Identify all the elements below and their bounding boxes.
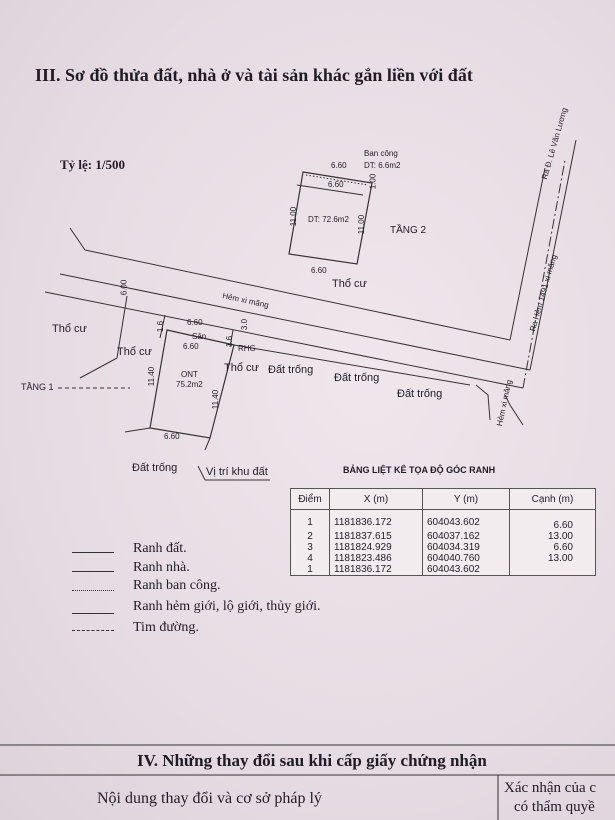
legend-line-ranh-ban-cong (72, 590, 114, 591)
table-row: 1 1181836.172 604043.602 (290, 564, 596, 576)
label-t2-right-dim: 11.00 (357, 214, 367, 235)
cell-point: 3 (290, 542, 330, 553)
label-dim-3-0: 3.0 (240, 318, 250, 331)
coord-header-y: Y (m) (422, 488, 510, 510)
table-row: 2 1181837.615 604037.162 13.00 (290, 531, 596, 542)
label-dim-6-60-bottom: 6.60 (164, 432, 180, 441)
floor2-outline (288, 171, 373, 265)
floor1-outline (58, 295, 471, 481)
label-dim-6-60-mid: 6.60 (183, 342, 199, 351)
label-tho-cu-mid: Thổ cư (224, 362, 259, 374)
label-dim-1-6-a: 1.6 (156, 320, 166, 333)
coord-header-canh: Cạnh (m) (509, 488, 596, 510)
legend-label-ranh-nha: Ranh nhà. (133, 560, 190, 575)
cell-y: 604043.602 (422, 509, 510, 531)
section4-grid (0, 744, 615, 820)
legend-line-ranh-nha (72, 571, 114, 572)
label-dat-trong-2: Đất trống (334, 372, 380, 384)
label-dim-11-40-r: 11.40 (211, 389, 221, 410)
cell-y: 604034.319 (422, 542, 510, 553)
section4-col2-header-line2: có thẩm quyề (514, 799, 595, 815)
cell-x: 1181836.172 (329, 564, 423, 576)
cell-x: 1181824.929 (329, 542, 423, 553)
cell-point: 1 (290, 564, 330, 576)
cell-point: 2 (290, 531, 330, 542)
section4-col1-header: Nội dung thay đổi và cơ sở pháp lý (97, 790, 322, 807)
label-t2-top-dim: 6.60 (331, 161, 347, 170)
label-tho-cu-left: Thổ cư (52, 323, 87, 335)
label-rhg: RHG (238, 344, 256, 353)
parcel-map (44, 139, 577, 481)
legend-label-ranh-ban-cong: Ranh ban công. (133, 578, 221, 593)
label-dat-trong-1: Đất trống (268, 364, 314, 376)
label-dim-6-00: 6.00 (119, 279, 129, 296)
cell-y: 604040.760 (422, 553, 510, 564)
label-ont: ONT (181, 370, 198, 379)
cell-canh: 6.60 (509, 542, 596, 553)
label-dim-6-60-top: 6.60 (187, 318, 203, 327)
coord-table-title: BẢNG LIỆT KÊ TỌA ĐỘ GÓC RANH (343, 465, 496, 475)
label-tang2: TẦNG 2 (390, 225, 427, 236)
section4-col2-header-line1: Xác nhận của c (504, 780, 597, 796)
label-ban-cong: Ban công (364, 149, 398, 158)
coord-header-x: X (m) (329, 488, 423, 510)
label-ont-area: 75.2m2 (176, 380, 203, 389)
label-t2-left-dim: 11.00 (289, 206, 299, 227)
cell-x: 1181823.486 (329, 553, 423, 564)
legend-line-ranh-dat (72, 552, 114, 553)
scale-label: Tỷ lệ: 1/500 (60, 157, 125, 172)
legend-label-ranh-hem: Ranh hẻm giới, lộ giới, thủy giới. (133, 599, 321, 614)
label-dim-11-40-l: 11.40 (147, 366, 157, 387)
label-dt-bancong: DT: 6.6m2 (364, 161, 401, 170)
label-dat-trong-bottom: Đất trống (132, 462, 178, 474)
table-row: 4 1181823.486 604040.760 13.00 (290, 553, 596, 564)
cell-canh: 13.00 (509, 553, 596, 564)
label-dat-trong-3: Đất trống (397, 388, 443, 400)
label-san: Sân (192, 332, 207, 341)
cell-y: 604037.162 (422, 531, 510, 542)
label-tho-cu-upper: Thổ cư (332, 278, 367, 290)
coord-header-diem: Điểm (290, 488, 330, 510)
label-tang1: TẦNG 1 (21, 382, 54, 392)
section4-title: IV. Những thay đổi sau khi cấp giấy chứn… (137, 751, 487, 770)
cell-x: 1181836.172 (329, 509, 423, 531)
section4: IV. Những thay đổi sau khi cấp giấy chứn… (0, 742, 615, 820)
cell-y: 604043.602 (422, 564, 510, 576)
label-t2-right-top: 1.00 (368, 173, 378, 190)
legend-label-ranh-dat: Ranh đất. (133, 541, 187, 556)
table-row: 1 1181836.172 604043.602 6.60 (290, 509, 596, 531)
cell-point: 4 (290, 553, 330, 564)
table-row: 3 1181824.929 604034.319 6.60 (290, 542, 596, 553)
label-dim-1-6-b: 1.6 (225, 335, 235, 348)
cell-canh (509, 564, 596, 576)
cell-canh: 13.00 (509, 531, 596, 542)
legend-line-ranh-hem (72, 613, 114, 614)
label-t2-inner-dim: 6.60 (328, 180, 344, 189)
legend-line-tim-duong (72, 630, 114, 631)
legend-label-tim-duong: Tim đường. (133, 620, 199, 635)
label-t2-bottom-dim: 6.60 (311, 266, 327, 275)
label-tho-cu-left2: Thổ cư (117, 346, 152, 358)
label-t2-area: DT: 72.6m2 (308, 215, 349, 224)
cell-canh: 6.60 (509, 509, 596, 531)
section3-title: III. Sơ đồ thửa đất, nhà ở và tài sản kh… (35, 65, 473, 85)
label-vi-tri: Vị trí khu đất (206, 466, 268, 478)
cell-point: 1 (290, 509, 330, 531)
coord-table: Điểm X (m) Y (m) Cạnh (m) 1 1181836.172 … (290, 488, 596, 576)
cell-x: 1181837.615 (329, 531, 423, 542)
